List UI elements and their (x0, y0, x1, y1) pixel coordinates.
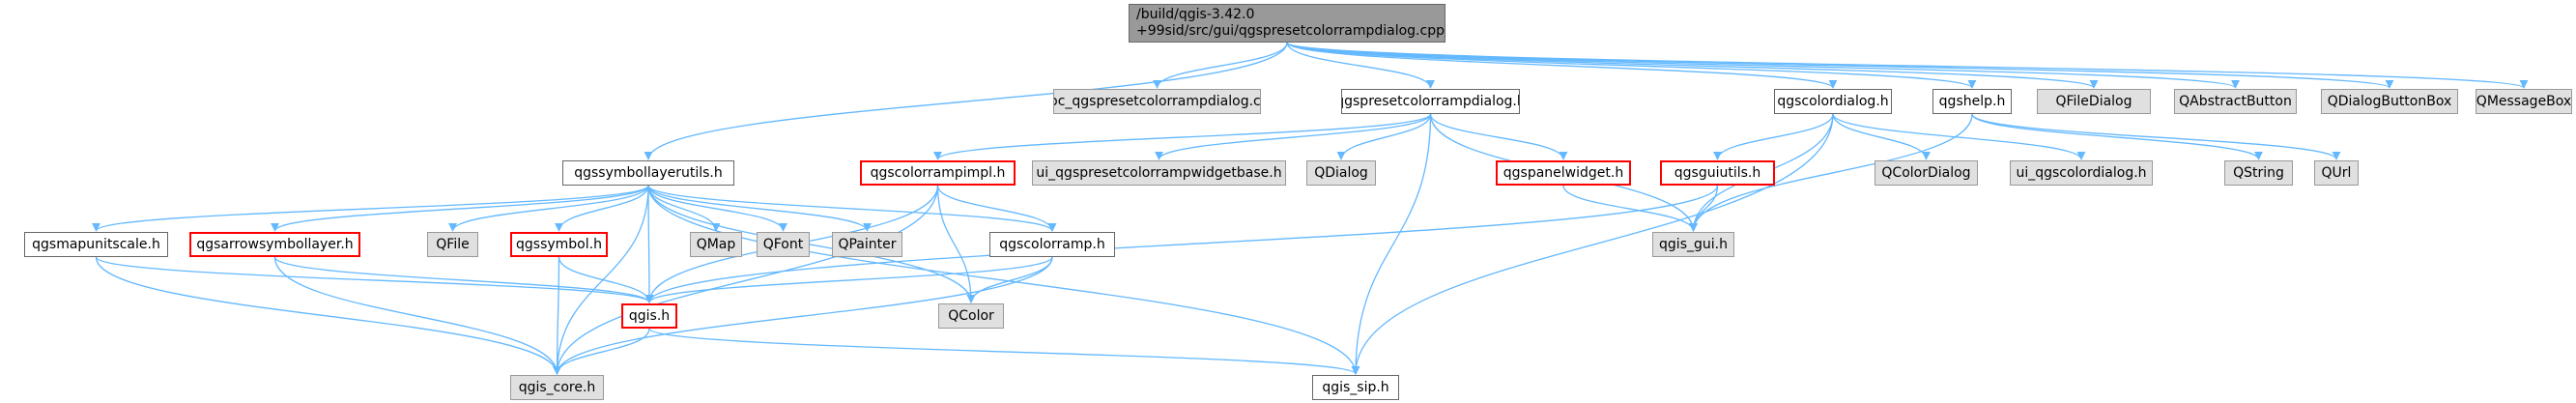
node-ui-qgscolordialog-h[interactable]: ui_qgscolordialog.h (2010, 160, 2153, 186)
edge-symbollayerutils-to-qfile (448, 185, 649, 232)
node-qgscolorrampimpl-h[interactable]: qgscolorrampimpl.h (860, 160, 1016, 186)
edge-colorramp-to-qgis (644, 256, 1053, 303)
edge-symbollayerutils-to-qpainter (647, 185, 872, 232)
edge-root-to-qmessagebox (1286, 42, 2529, 89)
edge-symbollayerutils-to-qfont (647, 185, 787, 232)
edge-help-to-qstring (1971, 113, 2263, 160)
node-qgscolorramp-h[interactable]: qgscolorramp.h (989, 232, 1115, 257)
edge-colordlg-to-guiutils (1713, 113, 1834, 160)
edge-presetdlg-to-qgissip (1351, 113, 1432, 375)
node-qmessagebox[interactable]: QMessageBox (2476, 89, 2572, 114)
edge-panelwidget-to-qgisgui (1562, 185, 1698, 232)
edge-qgis-to-qgiscore (553, 328, 650, 375)
edge-colordlg-to-qgissip (1351, 113, 1834, 375)
node-qgspanelwidget-h[interactable]: qgspanelwidget.h (1496, 160, 1631, 186)
node-qgsguiutils-h[interactable]: qgsguiutils.h (1660, 160, 1775, 186)
edge-root-to-qfiledialog (1286, 42, 2099, 89)
node-qfont[interactable]: QFont (757, 232, 810, 257)
node-qabstractbutton[interactable]: QAbstractButton (2174, 89, 2297, 114)
edge-mapunitscale-to-qgis (95, 256, 654, 303)
edge-colorrampimpl-to-qcolor (936, 185, 976, 303)
edge-symbollayerutils-to-qgis (644, 185, 654, 303)
node-qgssymbollayerutils-h[interactable]: qgssymbollayerutils.h (562, 160, 734, 186)
node-qgsarrowsymbollayer-h[interactable]: qgsarrowsymbollayer.h (189, 232, 360, 257)
node-moc-qgspresetcolorrampdialog[interactable]: moc_qgspresetcolorrampdialog.cpp (1053, 89, 1261, 114)
edge-root-to-qdialogbuttonbox (1286, 42, 2394, 89)
node-ui-qgspresetcolorrampwidgetbase-h[interactable]: ui_qgspresetcolorrampwidgetbase.h (1032, 160, 1286, 186)
edge-colorrampimpl-to-colorramp (936, 185, 1057, 232)
node-qstring[interactable]: QString (2224, 160, 2293, 186)
edge-presetdlg-to-panelwidget (1429, 113, 1568, 160)
edge-root-to-help (1286, 42, 1977, 89)
edge-colordlg-to-qcolordialog (1832, 113, 1931, 160)
node-qcolordialog[interactable]: QColorDialog (1875, 160, 1978, 186)
edge-arrowsymbollayer-to-qgis (273, 256, 654, 303)
node-qcolor[interactable]: QColor (938, 303, 1004, 329)
node-qdialogbuttonbox[interactable]: QDialogButtonBox (2321, 89, 2458, 114)
edge-colorrampimpl-to-qgiscore (553, 185, 939, 375)
edge-qgis-to-qgissip (648, 328, 1360, 375)
edge-presetdlg-to-qdialog (1336, 113, 1432, 160)
node-qfile[interactable]: QFile (427, 232, 478, 257)
edge-symbollayerutils-to-colorramp (647, 185, 1057, 232)
node-qgshelp-h[interactable]: qgshelp.h (1932, 89, 2012, 114)
edge-colordlg-to-uicolordialog (1832, 113, 2086, 160)
edge-presetdlg-to-uipresetbase (1155, 113, 1432, 160)
edge-help-to-qgisgui (1689, 113, 1973, 232)
edge-symbollayerutils-to-qcolor (647, 185, 976, 303)
edge-symbollayerutils-to-qmap (647, 185, 721, 232)
edge-symbollayerutils-to-symbol (555, 185, 649, 232)
edge-root-to-colordlg (1286, 42, 1838, 89)
node-qgis-sip-h[interactable]: qgis_sip.h (1312, 375, 1399, 400)
edge-help-to-qurl (1971, 113, 2341, 160)
edge-root-to-symbollayerutils (644, 42, 1288, 160)
edge-guiutils-to-qgisgui (1689, 185, 1719, 232)
node-qpainter[interactable]: QPainter (832, 232, 902, 257)
edge-mapunitscale-to-qgiscore (95, 256, 561, 375)
edge-symbollayerutils-to-arrowsymbollayer (271, 185, 649, 232)
edge-symbollayerutils-to-mapunitscale (92, 185, 649, 232)
edge-root-to-presetdlg (1286, 42, 1435, 89)
edge-symbollayerutils-to-qgissip (647, 185, 1360, 375)
node-root-file[interactable]: /build/qgis-3.42.0 +99sid/src/gui/qgspre… (1129, 4, 1445, 43)
edge-guiutils-to-qgis (644, 185, 1719, 303)
node-qfiledialog[interactable]: QFileDialog (2037, 89, 2151, 114)
edge-root-to-moc (1153, 42, 1288, 89)
node-qgis-h[interactable]: qgis.h (621, 303, 677, 329)
node-qgspresetcolorrampdialog-h[interactable]: qgspresetcolorrampdialog.h (1341, 89, 1520, 114)
node-qgsmapunitscale-h[interactable]: qgsmapunitscale.h (24, 232, 168, 257)
node-qgis-core-h[interactable]: qgis_core.h (510, 375, 604, 400)
edge-arrowsymbollayer-to-qgiscore (273, 256, 561, 375)
node-qurl[interactable]: QUrl (2314, 160, 2359, 186)
edge-presetdlg-to-colorrampimpl (933, 113, 1432, 160)
node-qmap[interactable]: QMap (690, 232, 742, 257)
node-qgscolordialog-h[interactable]: qgscolordialog.h (1774, 89, 1892, 114)
edge-symbol-to-qgiscore (553, 256, 562, 375)
node-qgssymbol-h[interactable]: qgssymbol.h (510, 232, 608, 257)
edge-root-to-qabstractbutton (1286, 42, 2240, 89)
edge-colorramp-to-qgiscore (553, 256, 1053, 375)
node-qdialog[interactable]: QDialog (1306, 160, 1376, 186)
node-qgis-gui-h[interactable]: qgis_gui.h (1652, 232, 1734, 257)
